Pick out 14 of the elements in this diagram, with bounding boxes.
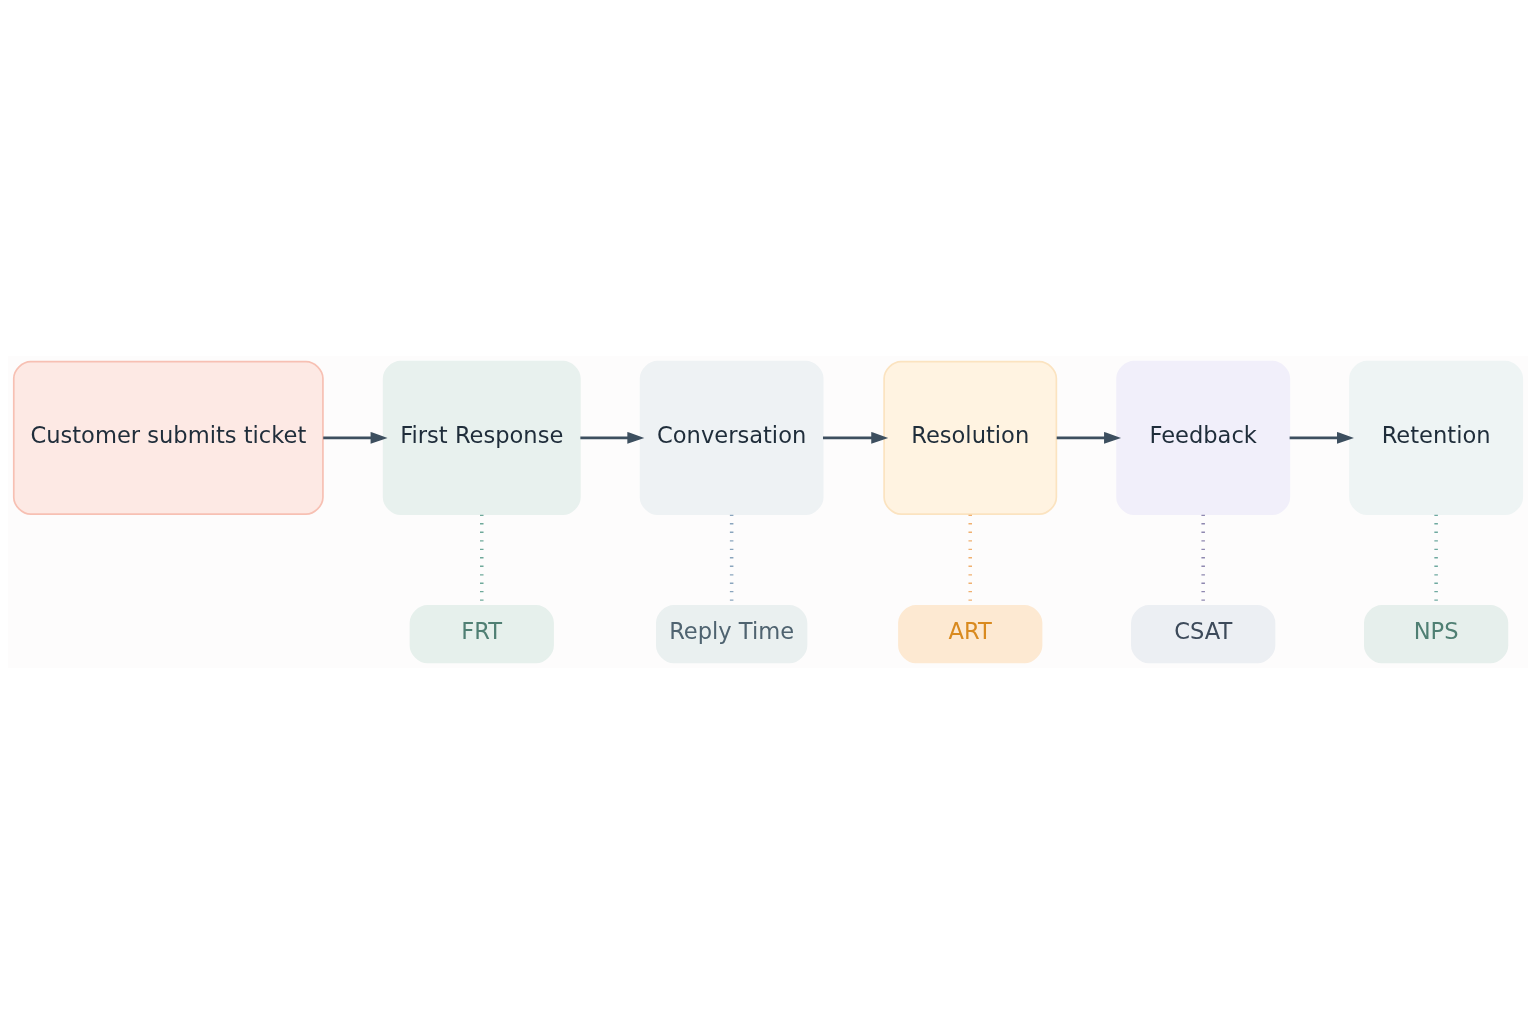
arrow: [823, 431, 889, 444]
node-box: Customer submits ticket: [12, 360, 324, 515]
node-box: Feedback: [1116, 360, 1291, 515]
node-box: First Response: [382, 360, 581, 515]
node-box: ART: [898, 605, 1043, 664]
arrow: [1056, 431, 1122, 444]
node-box: FRT: [409, 605, 554, 664]
node-box: Conversation: [639, 360, 824, 515]
arrow: [1289, 431, 1354, 444]
node-box: Retention: [1349, 360, 1524, 515]
arrow: [580, 431, 645, 444]
node-box: NPS: [1363, 605, 1509, 664]
node-box: Resolution: [883, 360, 1058, 515]
arrow: [323, 431, 388, 444]
